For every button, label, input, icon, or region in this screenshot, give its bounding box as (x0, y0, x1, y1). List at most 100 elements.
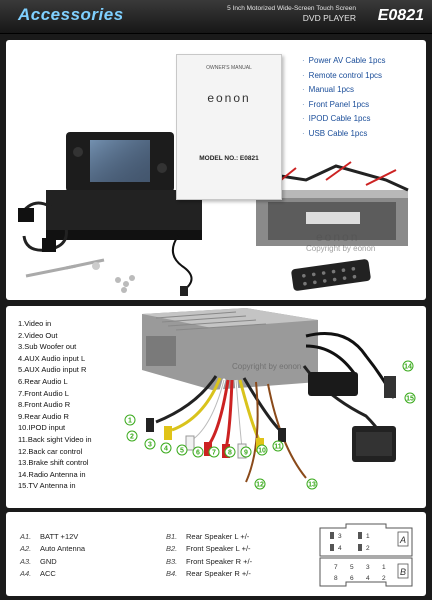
description-line-1: 5 Inch Motorized Wide-Screen Touch Scree… (227, 5, 356, 12)
pin-row: B2. Front Speaker L +/- (166, 543, 252, 556)
chassis-back-illustration (142, 308, 318, 390)
pin-a2: 2 (366, 545, 370, 552)
pin-a3: 3 (338, 533, 342, 540)
accessory-item: Power AV Cable 1pcs (302, 54, 386, 69)
wiring-illustration: 1 2 3 4 5 6 7 8 9 10 11 12 13 14 15 (124, 308, 416, 490)
pin-a1: 1 (366, 533, 370, 540)
pin-b5: 5 (350, 564, 354, 571)
pin-label: GND (40, 556, 57, 566)
pin-row: A2.Auto Antenna (20, 543, 85, 556)
watermark-copyright: Copyright by eonon (232, 362, 302, 371)
callout-3: 3 (148, 442, 152, 449)
pin-label: ACC (40, 569, 56, 579)
pin-row: A1. BATT +12V (20, 530, 85, 543)
manual-brand: eonon (207, 91, 251, 105)
model-number: E0821 (377, 7, 424, 24)
wire-legend-item: 3.Sub Woofer out (18, 342, 77, 352)
pin-code: B1. (166, 531, 178, 541)
callout-1: 1 (128, 418, 132, 425)
page-header: Accessories 5 Inch Motorized Wide-Screen… (0, 0, 432, 34)
callout-10: 10 (258, 448, 266, 455)
pin-b6: 6 (350, 575, 354, 582)
wire-legend-item: 11.Back sight Video in (18, 434, 92, 444)
wire-legend-item: 12.Back car control (18, 446, 83, 456)
wire-legend-item: 2.Video Out (18, 330, 58, 340)
callout-9: 9 (244, 450, 248, 457)
wire-legend-item: 8.Front Audio R (18, 400, 71, 410)
accessory-item: USB Cable 1pcs (302, 127, 385, 142)
owners-manual: OWNER'S MANUAL eonon MODEL NO.: E0821 (176, 54, 282, 200)
wire-legend-item: 4.AUX Audio input L (18, 353, 86, 363)
remote-illustration (291, 259, 371, 291)
pin-b7: 7 (334, 564, 338, 571)
section-title: Accessories (18, 5, 124, 24)
watermark-copyright: Copyright by eonon (306, 244, 376, 253)
accessory-list: Power AV Cable 1pcs Remote control 1pcs … (302, 54, 386, 142)
callout-4: 4 (164, 446, 168, 453)
callout-12: 12 (256, 482, 264, 489)
accessories-photo (18, 132, 409, 296)
iso-connector-diagram: 3 1 4 2 7 5 3 1 8 6 4 2 A B (319, 523, 413, 587)
wire-legend: 1.Video in 2.Video Out 3.Sub Woofer out … (18, 318, 92, 492)
callout-13: 13 (308, 482, 316, 489)
callout-7: 7 (212, 450, 216, 457)
pin-code: B2. (166, 544, 178, 554)
pin-label: Rear Speaker R +/- (186, 569, 251, 579)
chassis-illustration (254, 161, 409, 246)
wire-legend-item: 13.Brake shift control (18, 458, 89, 468)
pin-row: B4. Rear Speaker R +/- (166, 568, 252, 581)
wire-legend-item: 9.Rear Audio R (18, 411, 69, 421)
accessory-item: Manual 1pcs (302, 83, 385, 98)
wire-legend-item: 1.Video in (18, 319, 52, 328)
callout-6: 6 (196, 450, 200, 457)
pin-label: BATT +12V (40, 531, 79, 541)
product-description: 5 Inch Motorized Wide-Screen Touch Scree… (227, 5, 356, 23)
pin-row: A3. GND (20, 555, 85, 568)
connector-letter-b: B (400, 567, 406, 577)
pin-code: B3. (166, 556, 178, 566)
wire-legend-item: 5.AUX Audio input R (18, 365, 87, 375)
pin-b4: 4 (366, 575, 370, 582)
pin-label: Front Speaker R +/- (186, 556, 253, 566)
release-keys-illustration (25, 258, 135, 293)
pin-code: A4. (20, 569, 32, 579)
pinout-b-list: B1. Rear Speaker L +/- B2. Front Speaker L… (166, 530, 252, 580)
watermark-brand: eonon (316, 230, 360, 244)
callout-5: 5 (180, 448, 184, 455)
pin-code: A1. (20, 531, 32, 541)
pin-b8: 8 (334, 575, 338, 582)
connector-letter-a: A (399, 535, 406, 545)
callout-markers: 1 2 3 4 5 6 7 8 9 10 11 12 13 14 15 (124, 360, 416, 490)
callout-8: 8 (228, 450, 232, 457)
pin-row: B1. Rear Speaker L +/- (166, 530, 252, 543)
wiring-panel: 1 2 3 4 5 6 7 8 9 10 11 12 13 14 15 Copy… (6, 306, 426, 508)
pin-row: A4. ACC (20, 568, 85, 581)
callout-11: 11 (274, 444, 282, 451)
pinout-a-list: A1.BATT +12V A2.Auto Antenna A3.GND A4.A… (20, 530, 85, 580)
pinout-panel: A1.BATT +12V A2.Auto Antenna A3.GND A4.A… (6, 512, 426, 596)
wire-legend-item: 10.IPOD input (18, 423, 66, 433)
wire-legend-item: 6.Rear Audio L (18, 376, 68, 386)
accessory-item: IPOD Cable 1pcs (302, 112, 385, 127)
callout-15: 15 (406, 396, 414, 403)
accessory-item: Remote control 1pcs (302, 69, 385, 84)
pin-row: B3. Front Speaker R +/- (166, 555, 252, 568)
cables-illustration (18, 201, 193, 296)
accessories-panel: OWNER'S MANUAL eonon MODEL NO.: E0821 eo… (6, 40, 426, 300)
accessory-item: Front Panel 1pcs (302, 98, 385, 113)
pin-code: B4. (166, 569, 178, 579)
pin-code: A3. (20, 556, 32, 566)
wire-legend-item: 14.Radio Antenna in (18, 469, 86, 479)
pin-label: Rear Speaker L +/- (186, 531, 250, 541)
pin-code: A2. (20, 544, 32, 554)
manual-title: OWNER'S MANUAL (206, 65, 252, 71)
wire-legend-item: 7.Front Audio L (18, 388, 69, 398)
description-line-2: DVD PLAYER (302, 13, 356, 23)
callout-14: 14 (404, 364, 412, 371)
callout-2: 2 (130, 434, 134, 441)
wire-legend-item: 15.TV Antenna in (18, 481, 76, 491)
pin-label: Front Speaker L +/- (186, 544, 251, 554)
pin-b3: 3 (366, 564, 370, 571)
pin-a4: 4 (338, 545, 342, 552)
antenna-plug (384, 376, 396, 398)
